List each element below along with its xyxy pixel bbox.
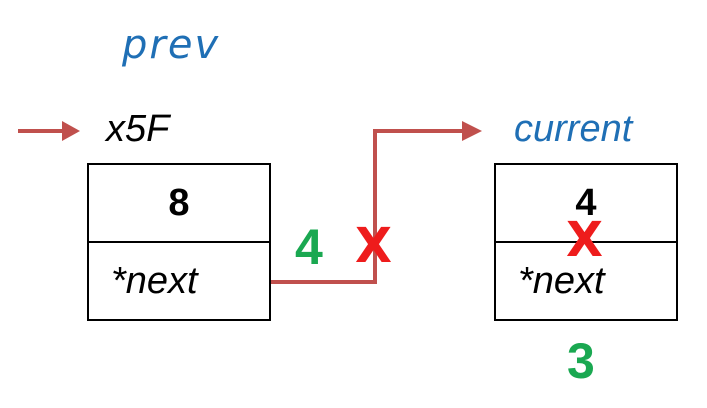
- node-next-field: *next: [111, 259, 198, 302]
- incoming-pointer-arrow: [18, 121, 80, 141]
- node-next-field: *next: [518, 259, 605, 302]
- node-prev: 8 *next: [87, 163, 271, 321]
- address-label: x5F: [106, 108, 170, 150]
- step-three-label: 3: [567, 333, 595, 389]
- next-pointer-arrow: [270, 121, 482, 284]
- cross-link-mark: X: [355, 218, 393, 274]
- node-current: 4 *next: [494, 163, 678, 321]
- node-value: 4: [496, 165, 676, 243]
- prev-label: prev: [122, 22, 221, 68]
- current-label: current: [514, 108, 633, 150]
- cross-value-mark: X: [566, 212, 604, 268]
- node-value: 8: [89, 165, 269, 243]
- step-four-label: 4: [295, 219, 323, 275]
